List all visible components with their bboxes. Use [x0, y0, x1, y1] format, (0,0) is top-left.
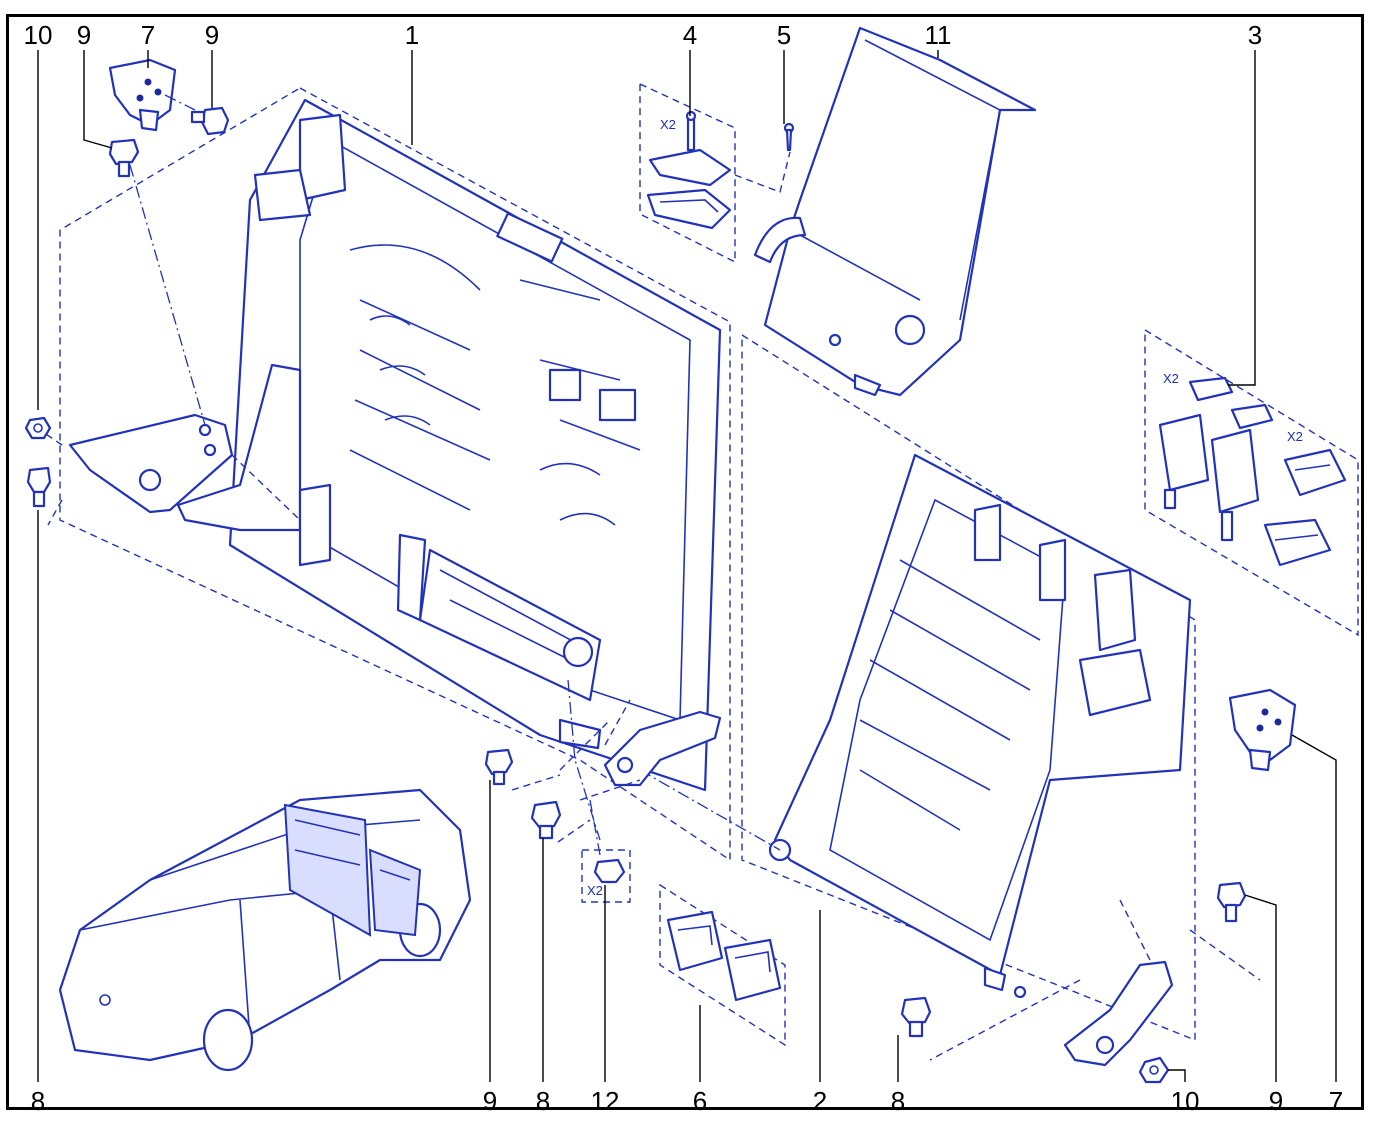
callout-8-bottom-right: 8: [890, 1086, 906, 1116]
qty-mark-part-12: X2: [587, 883, 603, 898]
right-hinge-bracket: [929, 899, 1261, 1067]
callout-12: 12: [590, 1086, 620, 1116]
backrest-panel-part-11: [753, 26, 1037, 397]
callout-6: 6: [692, 1086, 708, 1116]
callout-9-bottom-right: 9: [1268, 1086, 1284, 1116]
bolt-part-8-centre: [530, 800, 591, 843]
seat-back-frame-small: [639, 333, 1196, 1042]
left-hinge-bracket: [39, 164, 301, 526]
callout-8-bottom-left: 8: [30, 1086, 46, 1116]
callout-10-top-left: 10: [23, 20, 53, 50]
screw-part-5: [734, 122, 795, 193]
callout-5: 5: [776, 20, 792, 50]
callout-11: 11: [924, 20, 952, 50]
callout-1: 1: [404, 20, 420, 50]
hinge-plate-part-7-right: [1228, 688, 1297, 772]
bolt-part-9-right: [1216, 881, 1247, 923]
callout-7-bottom-right: 7: [1328, 1086, 1344, 1116]
bolt-part-8-left: [26, 466, 52, 508]
clip-part-12: [581, 799, 631, 903]
hinge-plate-part-7-top: [108, 58, 177, 132]
callout-9-top-centre: 9: [204, 20, 220, 50]
callout-3: 3: [1247, 20, 1263, 50]
car-inset: [58, 788, 472, 1072]
callout-4: 4: [682, 20, 698, 50]
qty-mark-part-3-side: X2: [1287, 429, 1303, 444]
bolt-part-9-top-right: [164, 94, 230, 136]
nut-part-10-left: [24, 416, 52, 440]
callout-9-bottom-centre: 9: [482, 1086, 498, 1116]
callout-2: 2: [812, 1086, 828, 1116]
centre-bracket: [559, 699, 722, 801]
callout-10-bottom-right: 10: [1170, 1086, 1200, 1116]
callout-9-top-left: 9: [76, 20, 92, 50]
nut-part-10-right: [1138, 1056, 1170, 1084]
callout-8-bottom-centre: 8: [535, 1086, 551, 1116]
callout-7-top-left: 7: [140, 20, 156, 50]
seat-back-frame-large: [59, 87, 731, 862]
latch-group-part-3: [1144, 328, 1359, 637]
bolt-part-8-right: [900, 996, 932, 1038]
qty-mark-part-4: X2: [660, 117, 676, 132]
guide-group-part-6: [659, 883, 786, 1047]
diagram-frame: [6, 14, 1364, 1110]
bolt-part-9-centre: [484, 748, 561, 791]
cover-clip-part-4: [639, 82, 736, 264]
bolt-part-9-top-left: [108, 138, 140, 178]
qty-mark-part-3-top: X2: [1163, 371, 1179, 386]
leader-lines: [37, 50, 1337, 1082]
